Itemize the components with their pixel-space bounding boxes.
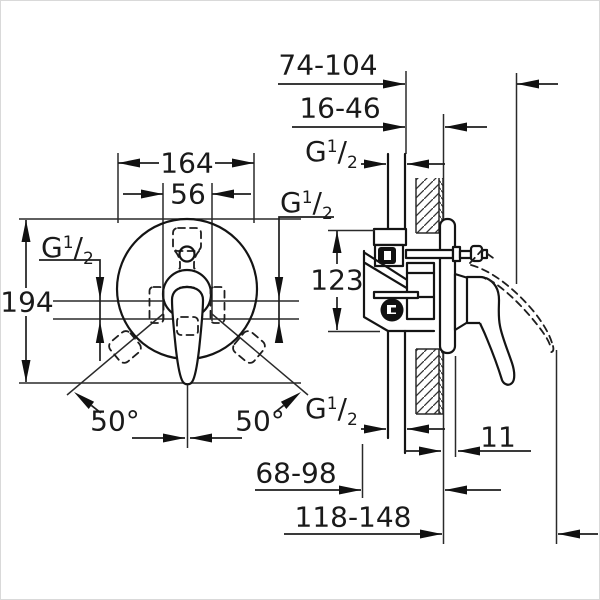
dimension-total-height: 194: [1, 220, 54, 382]
wall-section: [415, 178, 444, 415]
thread-text-front-left: G1/2: [41, 231, 94, 269]
valve-body: [362, 227, 436, 333]
cartridge-outline-dashed: [176, 316, 199, 336]
dimension-swing-angle-left: 50°: [74, 392, 185, 443]
dimension-hub-width: 56: [123, 178, 251, 321]
dimension-depth-rough: 16-46: [292, 92, 487, 132]
thread-label-front-right: G1/2: [274, 186, 334, 343]
lever-swing-dashed: [469, 248, 555, 354]
escutcheon-plate-side: [438, 217, 457, 355]
supply-pipes: [386, 152, 407, 455]
dim-label-164: 164: [160, 147, 213, 180]
dimension-depth-total: 74-104: [278, 49, 558, 89]
dimension-plate-offset: 11: [404, 421, 531, 456]
thread-text-side-bottom: G1/2: [305, 392, 358, 430]
dimension-swing-angle-right: 50°: [190, 392, 301, 443]
thread-label-side-bottom: G1/2: [305, 392, 445, 434]
front-view: 194 164 56 G1/2 G1/2: [1, 147, 334, 448]
handle-swing-diagonals: [66, 313, 309, 396]
dim-label-11: 11: [480, 421, 516, 454]
dim-label-118-148: 118-148: [295, 501, 412, 534]
dim-label-56: 56: [170, 178, 206, 211]
dim-label-68-98: 68-98: [255, 457, 336, 490]
thread-text-side-top: G1/2: [305, 135, 358, 173]
dimension-depth-to-handle: 118-148: [284, 501, 598, 539]
concealed-function-unit: [172, 227, 202, 279]
dim-label-194: 194: [1, 286, 54, 319]
thread-label-side-top: G1/2: [305, 135, 445, 173]
side-view: 74-104 16-46 G1/2 123 G1/2: [255, 49, 598, 544]
dim-label-16-46: 16-46: [299, 92, 380, 125]
thread-label-front-left: G1/2: [39, 231, 105, 361]
screw-hole: [178, 245, 196, 263]
union-dashed-left: [148, 286, 165, 324]
union-dashed-right: [209, 286, 226, 324]
dim-label-123: 123: [310, 264, 363, 297]
dimension-body-height: 123: [310, 229, 380, 333]
dimension-plate-diameter: 164: [117, 147, 255, 223]
test-spindle: [404, 244, 489, 263]
lever-handle-side: [453, 272, 516, 386]
dimension-depth-to-body: 68-98: [255, 457, 501, 495]
thread-text-front-right: G1/2: [280, 186, 333, 224]
dim-label-50-left: 50°: [90, 405, 140, 438]
dim-label-74-104: 74-104: [278, 49, 377, 82]
dim-label-50-right: 50°: [235, 405, 285, 438]
